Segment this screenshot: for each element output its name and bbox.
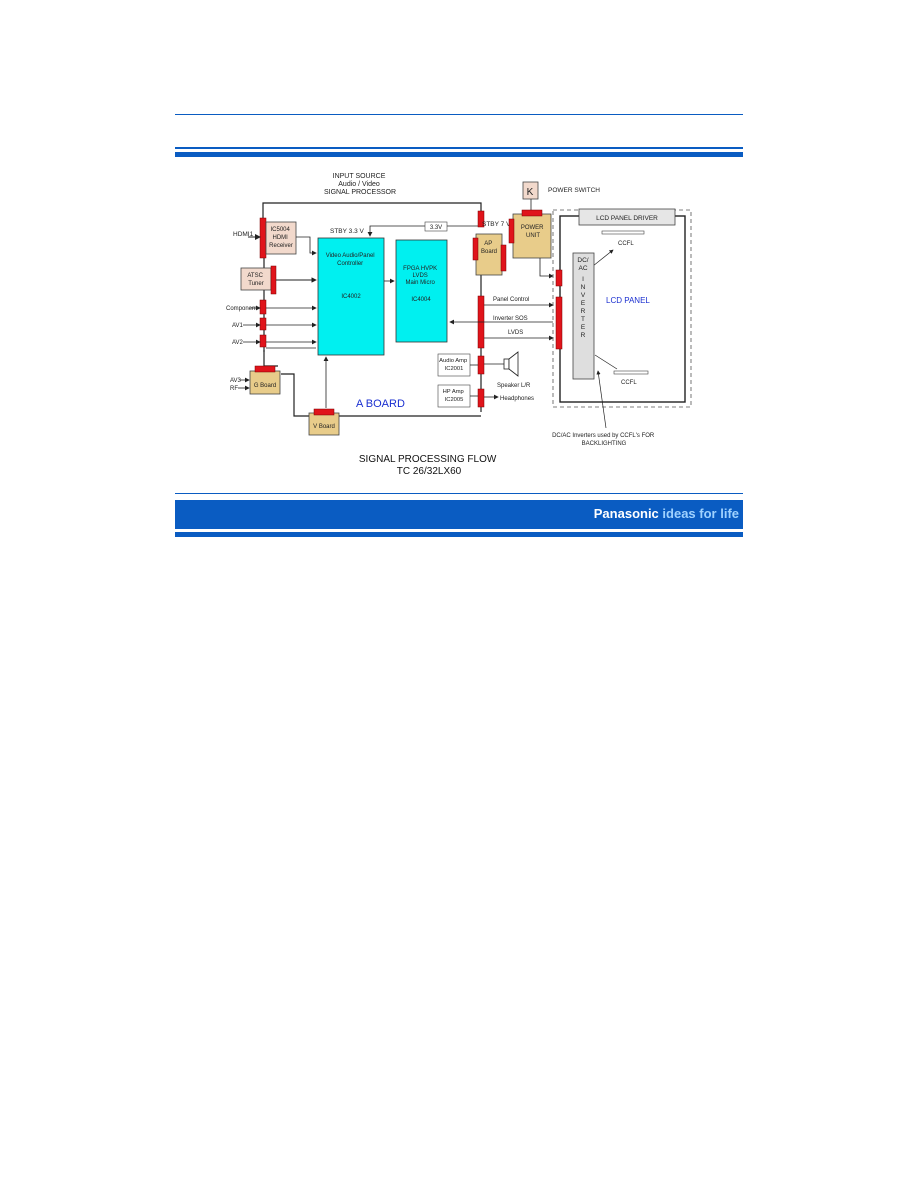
signal-processing-diagram: INPUT SOURCE Audio / Video SIGNAL PROCES… bbox=[226, 173, 692, 477]
svg-text:E: E bbox=[581, 300, 586, 307]
brand-logo: Panasonic ideas for life bbox=[594, 506, 739, 521]
power-unit-label: POWER UNIT bbox=[521, 225, 545, 239]
svg-text:R: R bbox=[581, 332, 586, 339]
power-switch-key-box bbox=[522, 181, 539, 200]
hp-amp-label: HP Amp IC2005 bbox=[443, 389, 466, 403]
ap-board-connector-2 bbox=[500, 244, 507, 272]
svg-text:E: E bbox=[581, 324, 586, 331]
footer-bar: Panasonic ideas for life bbox=[175, 500, 743, 529]
power-unit-connector-left bbox=[508, 218, 515, 244]
stby-7-label: STBY 7 V bbox=[482, 221, 511, 228]
ap-board-connector bbox=[472, 237, 479, 261]
lcd-power-connector bbox=[555, 269, 563, 287]
header-rule-1 bbox=[175, 147, 743, 149]
ccfl-top-tube bbox=[601, 230, 645, 235]
input-source-label: INPUT SOURCE Audio / Video SIGNAL PROCES… bbox=[324, 173, 396, 196]
hdmi1-label: HDMI1 bbox=[233, 231, 254, 238]
v-board-connector bbox=[313, 408, 335, 416]
inverter-sos-label: Inverter SOS bbox=[493, 316, 528, 322]
brand-tagline: ideas for life bbox=[662, 506, 739, 521]
v33-label: 3.3V bbox=[430, 225, 442, 231]
svg-text:N: N bbox=[581, 284, 586, 291]
lcd-signal-connector bbox=[555, 296, 563, 350]
lvds-label: LVDS bbox=[508, 330, 523, 336]
ic4002-block bbox=[317, 237, 385, 356]
panel-control-label: Panel Control bbox=[493, 297, 529, 303]
atsc-connector bbox=[270, 265, 277, 295]
header-rule-2 bbox=[175, 152, 743, 157]
av3-label: AV3 bbox=[230, 378, 242, 384]
ccfl-top-label: CCFL bbox=[618, 241, 634, 247]
ic4004-label: FPGA HVPK LVDS Main Micro IC4004 bbox=[403, 266, 439, 303]
v-board-label: V Board bbox=[313, 424, 335, 430]
svg-text:AC: AC bbox=[578, 265, 587, 272]
av1-label: AV1 bbox=[232, 323, 244, 329]
brand-name: Panasonic bbox=[593, 506, 659, 521]
ic4002-label: Video Audio/Panel Controller IC4002 bbox=[326, 253, 377, 300]
av2-label: AV2 bbox=[232, 340, 244, 346]
power-switch-label: POWER SWITCH bbox=[548, 187, 600, 194]
stby-33-label: STBY 3.3 V bbox=[330, 228, 365, 235]
speaker-icon bbox=[503, 351, 519, 377]
svg-text:DC/: DC/ bbox=[577, 257, 588, 264]
headphones-label: Headphones bbox=[500, 396, 534, 402]
a-board-label: A BOARD bbox=[356, 398, 405, 410]
ic4004-block bbox=[395, 239, 448, 343]
svg-text:T: T bbox=[581, 316, 585, 323]
lcd-panel-driver-box bbox=[578, 208, 676, 226]
speaker-label: Speaker L/R bbox=[497, 383, 531, 389]
ap-board-label: AP Board bbox=[481, 241, 497, 255]
inverter-letters: DC/ AC I N V E R T E R bbox=[577, 257, 588, 339]
footer-thin-rule bbox=[175, 493, 743, 494]
header-thin-rule bbox=[175, 114, 743, 115]
svg-text:I: I bbox=[582, 276, 584, 283]
inverter-block bbox=[572, 252, 595, 380]
svg-text:R: R bbox=[581, 308, 586, 315]
diagram-title: SIGNAL PROCESSING FLOW TC 26/32LX60 bbox=[359, 454, 499, 477]
ccfl-bottom-label: CCFL bbox=[621, 380, 637, 386]
lcd-panel-driver-label: LCD PANEL DRIVER bbox=[596, 215, 658, 222]
audio-amp-label: Audio Amp IC2001 bbox=[439, 358, 469, 372]
g-board-connector bbox=[254, 365, 276, 373]
ccfl-bottom-tube bbox=[613, 370, 649, 375]
component-label: Component bbox=[226, 306, 257, 312]
power-unit-box bbox=[512, 213, 552, 259]
ic5004-label: IC5004 HDMI Receiver bbox=[269, 227, 293, 249]
svg-text:V: V bbox=[581, 292, 586, 299]
ic5004-box bbox=[265, 221, 297, 255]
lcd-panel-label: LCD PANEL bbox=[606, 296, 650, 305]
power-unit-connector-top bbox=[521, 209, 543, 217]
power-switch-key: K bbox=[527, 187, 534, 198]
v33-box bbox=[424, 221, 448, 232]
backlight-note: DC/AC Inverters used by CCFL's FOR BACKL… bbox=[552, 433, 656, 447]
footer-bottom-rule bbox=[175, 532, 743, 537]
atsc-tuner-label: ATSC Tuner bbox=[247, 273, 264, 287]
g-board-label: G Board bbox=[254, 383, 276, 389]
rf-label: RF bbox=[230, 386, 238, 392]
